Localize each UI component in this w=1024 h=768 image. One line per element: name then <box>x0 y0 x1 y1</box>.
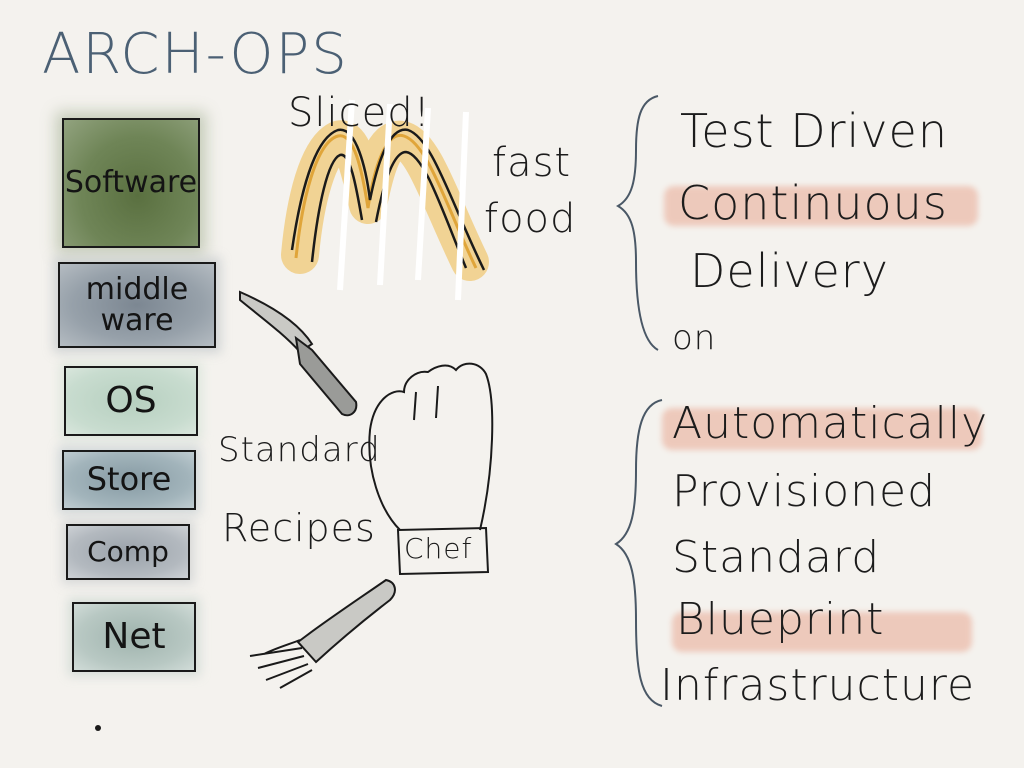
layer-comp-label: Comp <box>87 535 169 569</box>
delivery-label: Delivery <box>690 244 889 298</box>
brace-lower-icon <box>614 399 663 707</box>
on-label: on <box>672 318 717 358</box>
layer-middleware-label: middle ware <box>85 271 189 338</box>
fork-icon <box>249 578 396 689</box>
highlight-blueprint <box>672 612 972 652</box>
standard-label: Standard <box>218 430 381 470</box>
fast-label: fast <box>492 140 572 186</box>
food-label: food <box>484 196 577 242</box>
automatically-label: Automatically <box>672 398 989 449</box>
sliced-label: Sliced! <box>288 90 431 136</box>
layer-middleware: middle ware <box>58 262 216 348</box>
highlight-automatically <box>662 408 982 450</box>
provisioned-label: Provisioned <box>672 466 937 517</box>
layer-os: OS <box>64 366 198 436</box>
brace-upper-icon <box>615 95 659 351</box>
layer-software: Software <box>62 118 200 248</box>
layer-net-label: Net <box>102 616 166 658</box>
layer-store-label: Store <box>86 460 172 499</box>
layer-comp: Comp <box>66 524 190 580</box>
infrastructure-label: Infrastructure <box>660 660 976 711</box>
page-title: ARCH-OPS <box>42 22 349 87</box>
fries-icon <box>281 99 489 301</box>
layer-software-label: Software <box>64 165 198 201</box>
recipes-label: Recipes <box>222 506 376 550</box>
chef-label: Chef <box>404 532 473 565</box>
layer-os-label: OS <box>105 380 157 422</box>
layer-net: Net <box>72 602 196 672</box>
layer-store: Store <box>62 450 196 510</box>
highlight-continuous <box>664 186 978 226</box>
chef-glove-icon <box>368 362 494 576</box>
test-driven-label: Test Driven <box>680 104 948 158</box>
knife-icon <box>239 290 358 417</box>
dot-mark <box>95 725 101 731</box>
standard-right-label: Standard <box>672 532 881 583</box>
blueprint-label: Blueprint <box>676 594 885 645</box>
continuous-label: Continuous <box>678 176 948 230</box>
